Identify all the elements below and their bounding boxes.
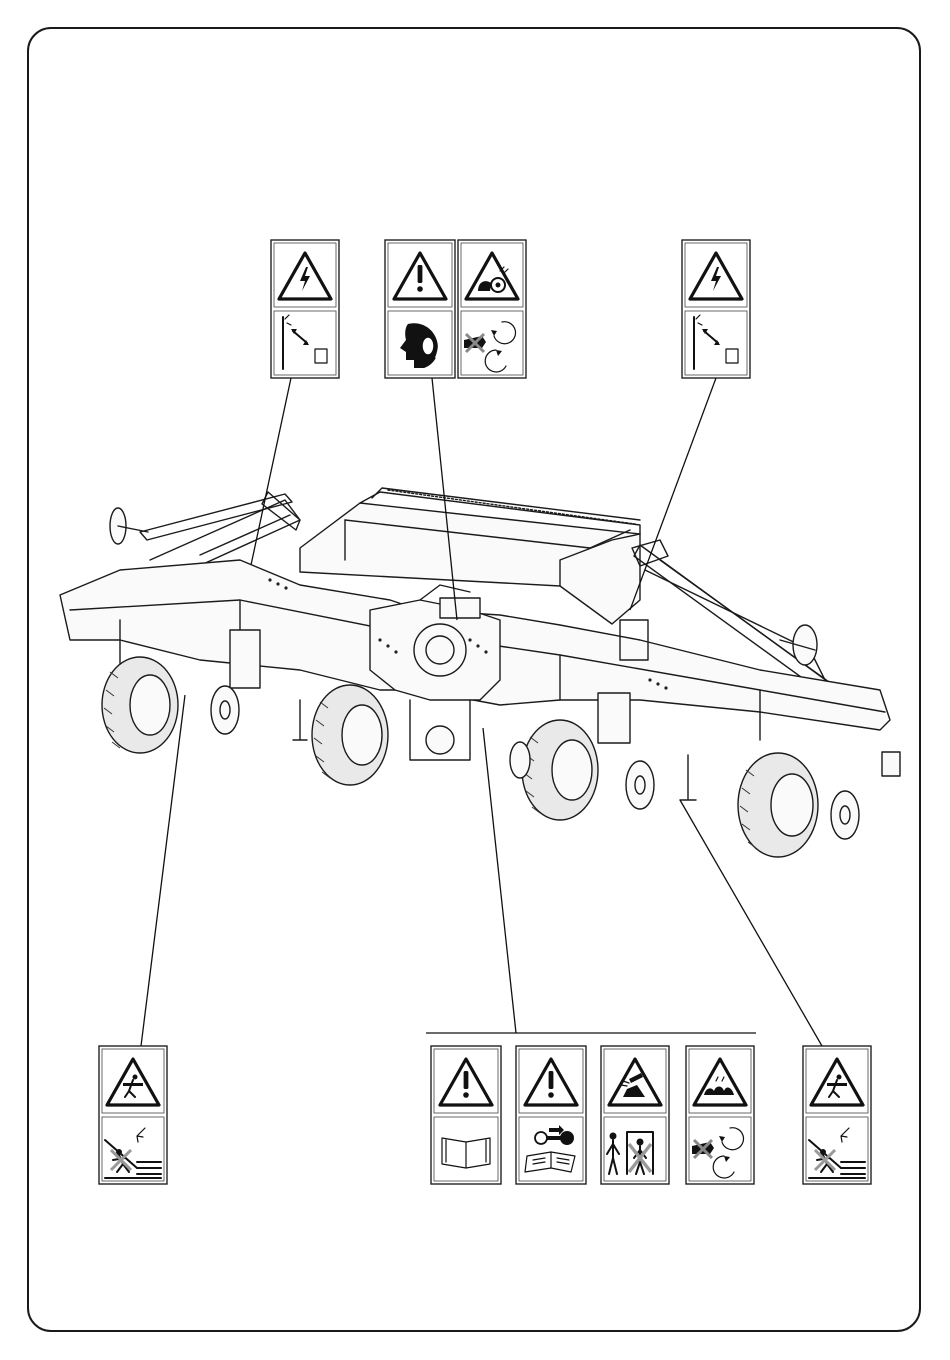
wheel-right-outer: [738, 753, 818, 857]
decal-bottom-right: [803, 1046, 871, 1184]
center-hitch: [370, 585, 500, 760]
decal-bottom-1: [431, 1046, 501, 1184]
wheel-center-right: [522, 720, 598, 820]
seed-drill-machine: [60, 488, 900, 857]
leader-lines: [141, 378, 822, 1046]
decal-bottom-left: [99, 1046, 167, 1184]
decal-top-center-2: [458, 240, 526, 378]
decal-bottom-2: [516, 1046, 586, 1184]
wheel-left-outer: [102, 657, 178, 753]
decal-top-left: [271, 240, 339, 378]
decal-bottom-4: [686, 1046, 754, 1184]
decal-top-center-1: [385, 240, 455, 378]
left-fold-arm: [110, 492, 300, 570]
decal-top-right: [682, 240, 750, 378]
decal-bottom-3: [601, 1046, 669, 1184]
wheel-center-left: [312, 685, 388, 785]
